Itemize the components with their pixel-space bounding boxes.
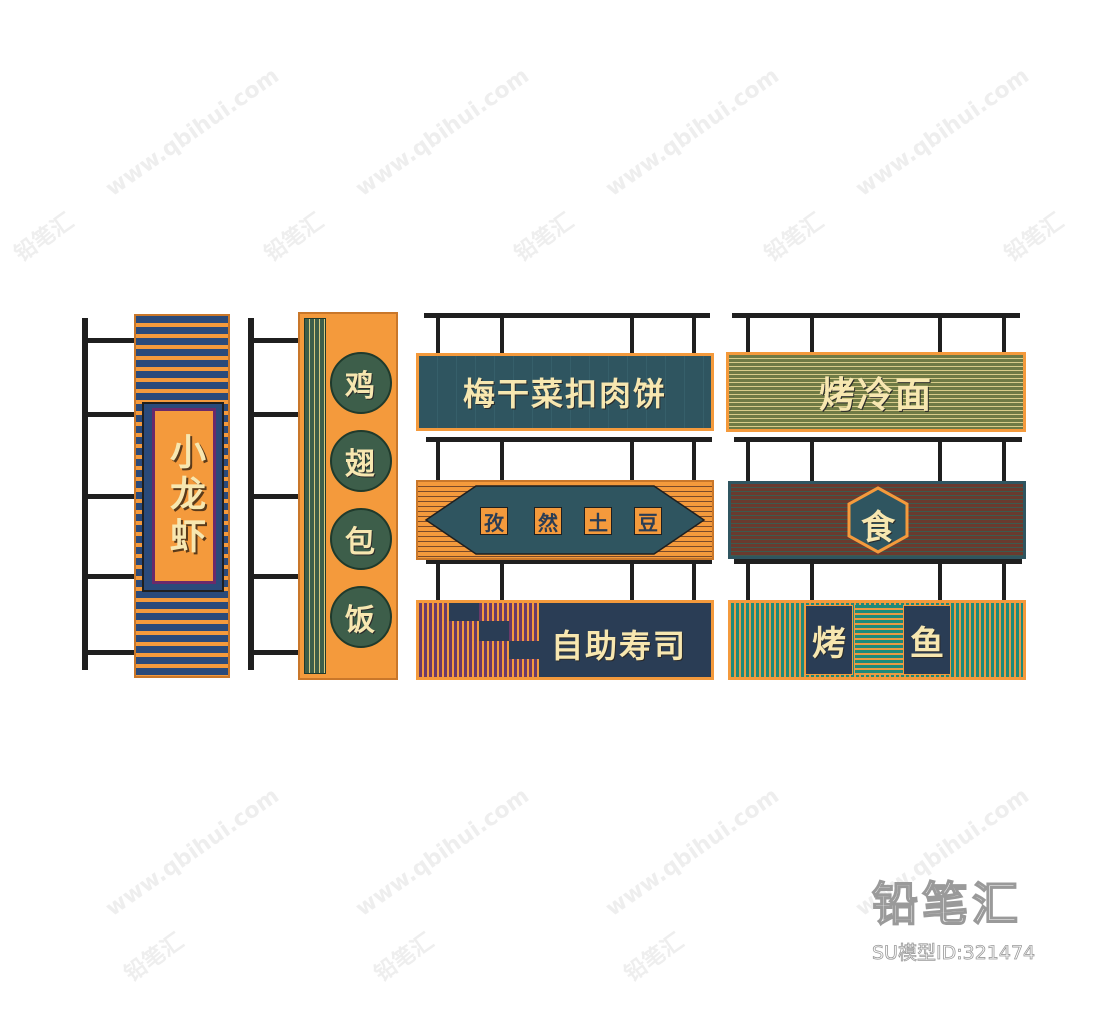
grilled-fish-sign: 烤 鱼 — [728, 600, 1026, 680]
food-badge-label: 食 — [861, 508, 895, 548]
frame-hanger — [630, 313, 634, 355]
frame-hanger — [1002, 437, 1006, 481]
watermark-brand: 铅笔汇 — [10, 208, 79, 268]
frame-hanger — [630, 559, 634, 601]
frame-rail — [82, 338, 136, 343]
frame-hanger — [810, 437, 814, 481]
frame-rail — [248, 494, 300, 499]
frame-rail — [248, 338, 300, 343]
frame-hanger — [436, 437, 440, 481]
frame-top-bar — [426, 559, 712, 564]
watermark-brand: 铅笔汇 — [1000, 208, 1069, 268]
frame-rail — [248, 574, 300, 579]
frame-hanger — [500, 437, 504, 481]
sushi-block — [449, 603, 479, 621]
roast-potato-diamond — [424, 485, 706, 555]
frame-hanger — [500, 559, 504, 601]
brand-logo-text: 铅笔汇 — [871, 876, 1022, 932]
frame-hanger — [810, 559, 814, 601]
cold-noodle-sign: 烤冷面 — [726, 352, 1026, 432]
roast-potato-char: 土 — [588, 510, 608, 535]
pork-pancake-label: 梅干菜扣肉饼 — [462, 375, 667, 413]
frame-hanger — [746, 313, 750, 355]
chicken-rice-char: 饭 — [345, 603, 377, 638]
frame-hanger — [810, 313, 814, 355]
watermark-brand: 铅笔汇 — [760, 208, 829, 268]
frame-hanger — [938, 313, 942, 355]
crayfish-label: 小龙虾 — [164, 433, 205, 559]
grilled-fish-panel: 烤 — [805, 605, 853, 675]
frame-top-bar — [734, 437, 1022, 442]
frame-hanger — [746, 559, 750, 601]
roast-potato-tile: 豆 — [634, 507, 662, 535]
frame-hanger — [1002, 559, 1006, 601]
frame-hanger — [436, 559, 440, 601]
roast-potato-char: 然 — [538, 510, 558, 535]
chicken-rice-circle: 饭 — [330, 586, 392, 648]
watermark-text: www.qbihui.com — [851, 63, 1034, 202]
model-id-text: SU模型ID:321474 — [872, 942, 1036, 965]
roast-potato-sign: 孜 然 土 豆 — [416, 480, 714, 560]
frame-hanger — [938, 437, 942, 481]
frame-hanger — [630, 437, 634, 481]
grilled-fish-char: 鱼 — [910, 623, 944, 664]
chicken-rice-stripe — [304, 318, 326, 674]
chicken-rice-circle: 包 — [330, 508, 392, 570]
grilled-fish-char: 烤 — [812, 623, 846, 664]
watermark-brand: 铅笔汇 — [120, 928, 189, 988]
watermark-brand: 铅笔汇 — [620, 928, 689, 988]
watermark-brand: 铅笔汇 — [370, 928, 439, 988]
watermark-text: www.qbihui.com — [351, 63, 534, 202]
roast-potato-char: 豆 — [638, 510, 658, 535]
chicken-rice-char: 翅 — [345, 447, 377, 482]
crayfish-panel: 小龙虾 — [152, 408, 216, 584]
roast-potato-tile: 土 — [584, 507, 612, 535]
watermark-brand: 铅笔汇 — [510, 208, 579, 268]
frame-rail — [82, 650, 136, 655]
roast-potato-char: 孜 — [484, 510, 504, 535]
chicken-rice-char: 鸡 — [345, 369, 377, 404]
frame-rail — [248, 650, 300, 655]
frame-hanger — [436, 313, 440, 355]
sushi-label: 自助寿司 — [551, 627, 688, 665]
watermark-text: www.qbihui.com — [351, 783, 534, 922]
roast-potato-tile: 孜 — [480, 507, 508, 535]
watermark-text: www.qbihui.com — [101, 783, 284, 922]
roast-potato-tile: 然 — [534, 507, 562, 535]
chicken-rice-circle: 翅 — [330, 430, 392, 492]
sushi-block — [509, 641, 539, 659]
frame-hanger — [692, 437, 696, 481]
frame-hanger — [746, 437, 750, 481]
frame-rail — [248, 412, 300, 417]
frame-hanger — [692, 313, 696, 355]
cold-noodle-label: 烤冷面 — [818, 375, 933, 416]
frame-hanger — [692, 559, 696, 601]
pork-pancake-sign: 梅干菜扣肉饼 — [416, 353, 714, 431]
grilled-fish-panel: 鱼 — [903, 605, 951, 675]
frame-top-bar — [734, 559, 1022, 564]
frame-rail — [82, 574, 136, 579]
food-sign: 食 — [728, 481, 1026, 559]
chicken-rice-circle: 鸡 — [330, 352, 392, 414]
frame-top-bar — [732, 313, 1020, 318]
watermark-text: www.qbihui.com — [101, 63, 284, 202]
food-hexagon — [847, 486, 909, 554]
frame-hanger — [1002, 313, 1006, 355]
frame-hanger — [500, 313, 504, 355]
watermark-brand: 铅笔汇 — [260, 208, 329, 268]
sushi-block — [479, 621, 509, 641]
watermark-text: www.qbihui.com — [601, 783, 784, 922]
frame-top-bar — [426, 437, 712, 442]
grilled-fish-pattern — [855, 605, 903, 675]
chicken-rice-char: 包 — [345, 525, 377, 560]
sushi-sign: 自助寿司 — [416, 600, 714, 680]
frame-top-bar — [424, 313, 710, 318]
frame-hanger — [938, 559, 942, 601]
watermark-text: www.qbihui.com — [601, 63, 784, 202]
frame-rail — [82, 412, 136, 417]
frame-rail — [82, 494, 136, 499]
brand-logo: 铅笔汇 SU模型ID:321474 — [871, 868, 1092, 965]
